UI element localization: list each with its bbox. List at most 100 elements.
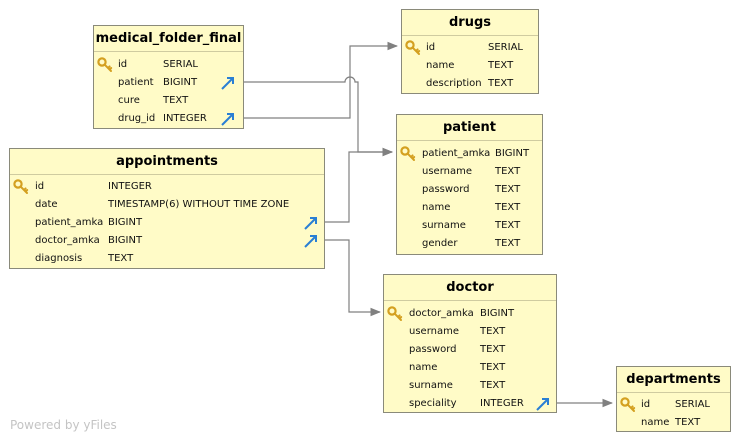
column-type: TEXT — [488, 78, 514, 89]
column-type: TEXT — [495, 202, 521, 213]
column-type: TEXT — [108, 253, 134, 264]
primary-key-icon — [13, 179, 29, 195]
column-name: name — [641, 417, 670, 428]
column-name: cure — [118, 95, 140, 106]
column-type: TEXT — [480, 326, 506, 337]
column-row[interactable]: patient BIGINT — [94, 74, 243, 92]
column-name: diagnosis — [35, 253, 83, 264]
column-type: TEXT — [488, 60, 514, 71]
column-name: username — [409, 326, 459, 337]
column-row[interactable]: username TEXT — [384, 323, 556, 341]
table-appointments[interactable]: appointments id INTEGER date TIMESTAMP(6) WI… — [9, 148, 325, 269]
column-row[interactable]: doctor_amka BIGINT — [384, 305, 556, 323]
column-name: patient_amka — [422, 148, 491, 159]
column-row[interactable]: name TEXT — [402, 57, 538, 75]
table-title: appointments — [10, 149, 324, 175]
column-type: BIGINT — [163, 77, 198, 88]
table-title: departments — [617, 367, 730, 393]
column-type: BIGINT — [108, 235, 143, 246]
column-row[interactable]: password TEXT — [397, 181, 542, 199]
column-type: INTEGER — [108, 181, 152, 192]
edge-medical-folder-patient-to-patient — [244, 76, 394, 157]
column-name: id — [641, 399, 651, 410]
column-name: name — [426, 60, 455, 71]
column-row[interactable]: patient_amka BIGINT — [10, 214, 324, 232]
table-departments[interactable]: departments id SERIAL name TEXT — [616, 366, 731, 432]
column-name: doctor_amka — [409, 308, 474, 319]
column-row[interactable]: gender TEXT — [397, 235, 542, 253]
column-row[interactable]: name TEXT — [397, 199, 542, 217]
column-name: id — [118, 59, 128, 70]
column-row[interactable]: patient_amka BIGINT — [397, 145, 542, 163]
column-type: TIMESTAMP(6) WITHOUT TIME ZONE — [108, 199, 290, 210]
column-list: id SERIAL name TEXT — [617, 393, 730, 432]
column-type: SERIAL — [163, 59, 198, 70]
foreign-key-icon — [304, 234, 318, 248]
column-name: password — [409, 344, 457, 355]
column-row[interactable]: name TEXT — [384, 359, 556, 377]
column-row[interactable]: id SERIAL — [94, 56, 243, 74]
column-name: date — [35, 199, 58, 210]
column-name: username — [422, 166, 472, 177]
column-name: drug_id — [118, 113, 156, 124]
column-row[interactable]: id SERIAL — [617, 396, 730, 414]
column-name: description — [426, 78, 482, 89]
column-name: surname — [409, 380, 453, 391]
column-row[interactable]: username TEXT — [397, 163, 542, 181]
column-name: speciality — [409, 398, 457, 409]
column-type: TEXT — [495, 166, 521, 177]
column-name: name — [422, 202, 451, 213]
column-name: name — [409, 362, 438, 373]
edge-appointments-doctor-to-doctor — [325, 239, 382, 317]
column-type: BIGINT — [480, 308, 515, 319]
foreign-key-icon — [536, 397, 550, 411]
column-type: BIGINT — [108, 217, 143, 228]
column-name: id — [35, 181, 45, 192]
column-type: TEXT — [480, 362, 506, 373]
column-row[interactable]: name TEXT — [617, 414, 730, 432]
column-type: INTEGER — [480, 398, 524, 409]
column-type: TEXT — [675, 417, 701, 428]
column-name: gender — [422, 238, 458, 249]
column-type: TEXT — [495, 238, 521, 249]
column-row[interactable]: cure TEXT — [94, 92, 243, 110]
table-title: doctor — [384, 275, 556, 301]
column-row[interactable]: description TEXT — [402, 75, 538, 93]
column-row[interactable]: date TIMESTAMP(6) WITHOUT TIME ZONE — [10, 196, 324, 214]
column-type: TEXT — [163, 95, 189, 106]
column-type: BIGINT — [495, 148, 530, 159]
column-name: patient — [118, 77, 154, 88]
foreign-key-icon — [221, 76, 235, 90]
edge-appointments-patient-to-patient — [325, 147, 394, 223]
table-title: drugs — [402, 10, 538, 36]
edge-medical-folder-drug-to-drugs — [244, 41, 399, 119]
primary-key-icon — [97, 57, 113, 73]
column-type: TEXT — [495, 184, 521, 195]
watermark-text: Powered by yFiles — [10, 418, 117, 432]
column-row[interactable]: speciality INTEGER — [384, 395, 556, 413]
column-row[interactable]: id INTEGER — [10, 178, 324, 196]
column-name: password — [422, 184, 470, 195]
column-type: TEXT — [480, 344, 506, 355]
primary-key-icon — [387, 306, 403, 322]
column-row[interactable]: password TEXT — [384, 341, 556, 359]
column-name: patient_amka — [35, 217, 104, 228]
table-title: patient — [397, 115, 542, 141]
column-row[interactable]: diagnosis TEXT — [10, 250, 324, 268]
column-type: SERIAL — [675, 399, 710, 410]
